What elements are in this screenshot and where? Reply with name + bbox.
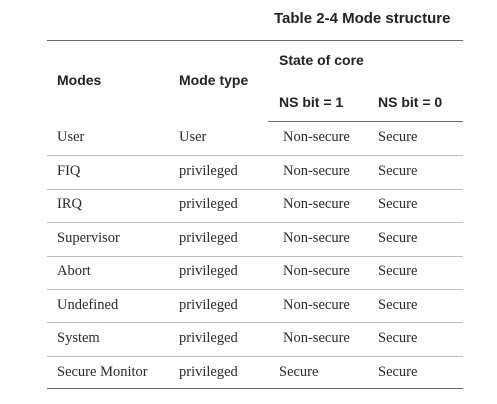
cell-ns-bit-1: Non-secure <box>283 297 350 313</box>
cell-mode: Supervisor <box>57 230 120 246</box>
cell-ns-bit-1: Secure <box>279 364 319 380</box>
cell-mode-type: privileged <box>179 263 238 279</box>
cell-mode: System <box>57 330 100 346</box>
cell-ns-bit-1: Non-secure <box>283 196 350 212</box>
cell-ns-bit-0: Secure <box>378 129 418 145</box>
table-caption: Table 2-4 Mode structure <box>274 10 451 27</box>
row-divider <box>47 322 463 323</box>
cell-mode-type: privileged <box>179 364 238 380</box>
cell-mode-type: privileged <box>179 330 238 346</box>
cell-ns-bit-1: Non-secure <box>283 129 350 145</box>
cell-mode-type: privileged <box>179 196 238 212</box>
row-divider <box>47 256 463 257</box>
header-mode-type: Mode type <box>179 72 249 88</box>
header-ns-bit-0: NS bit = 0 <box>378 94 443 110</box>
cell-mode: Undefined <box>57 297 119 313</box>
cell-ns-bit-1: Non-secure <box>283 263 350 279</box>
row-divider <box>47 222 463 223</box>
cell-ns-bit-1: Non-secure <box>283 230 350 246</box>
cell-ns-bit-0: Secure <box>378 364 418 380</box>
cell-mode: FIQ <box>57 163 81 179</box>
cell-ns-bit-0: Secure <box>378 163 418 179</box>
cell-mode-type: privileged <box>179 297 238 313</box>
cell-ns-bit-0: Secure <box>378 263 418 279</box>
header-modes: Modes <box>57 72 102 88</box>
header-bottom-rule <box>268 121 463 122</box>
cell-ns-bit-0: Secure <box>378 297 418 313</box>
row-divider <box>47 289 463 290</box>
cell-ns-bit-1: Non-secure <box>283 330 350 346</box>
cell-mode-type: privileged <box>179 163 238 179</box>
cell-ns-bit-0: Secure <box>378 230 418 246</box>
header-state-of-core: State of core <box>279 52 364 68</box>
cell-mode: Secure Monitor <box>57 364 148 380</box>
cell-mode-type: privileged <box>179 230 238 246</box>
header-ns-bit-1: NS bit = 1 <box>279 94 344 110</box>
cell-mode: IRQ <box>57 196 82 212</box>
cell-mode: User <box>57 129 85 145</box>
table-top-rule <box>47 40 463 41</box>
cell-mode: Abort <box>57 263 91 279</box>
table-bottom-rule <box>47 388 463 389</box>
row-divider <box>47 155 463 156</box>
cell-ns-bit-0: Secure <box>378 196 418 212</box>
cell-mode-type: User <box>179 129 207 145</box>
cell-ns-bit-1: Non-secure <box>283 163 350 179</box>
row-divider <box>47 356 463 357</box>
row-divider <box>47 189 463 190</box>
cell-ns-bit-0: Secure <box>378 330 418 346</box>
